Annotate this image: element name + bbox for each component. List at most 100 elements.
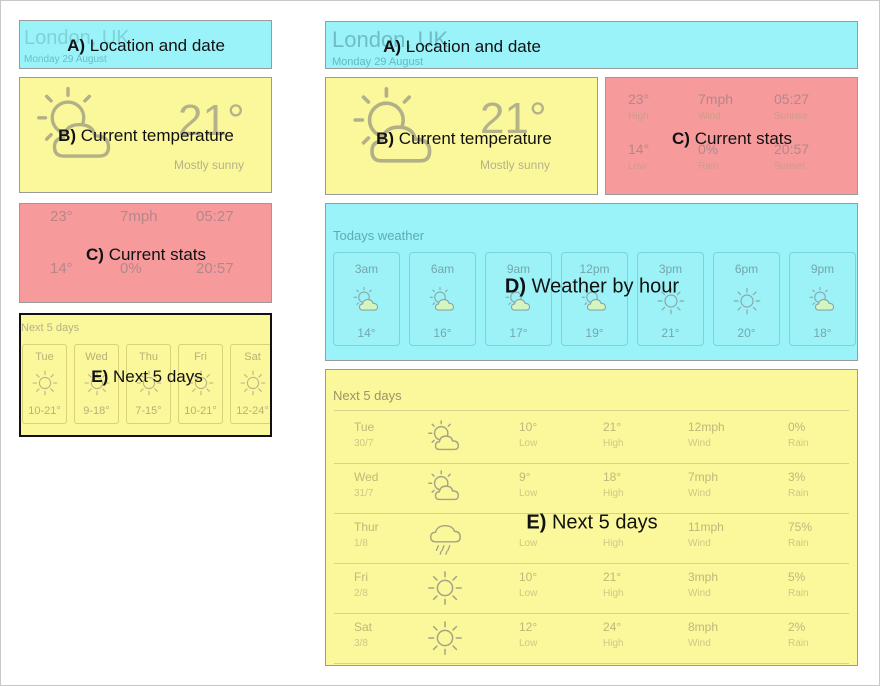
partly-cloudy-icon <box>428 286 458 316</box>
stat-wind: 7mph <box>120 208 158 225</box>
forecast-low: 9° <box>519 470 531 484</box>
mini-day-range: 7-15° <box>135 405 162 417</box>
forecast-wind-label: Wind <box>688 438 711 449</box>
forecast-wind-label: Wind <box>688 588 711 599</box>
mobile-current-temp-panel: 21° Mostly sunny B) Current temperature <box>19 77 272 193</box>
forecast-high: 18° <box>603 470 622 484</box>
mini-day-name: Sat <box>244 351 261 363</box>
hour-time: 6pm <box>734 262 759 276</box>
forecast-high-label: High <box>603 588 624 599</box>
forecast-rain: 5% <box>788 570 806 584</box>
forecast-rain-label: Rain <box>788 588 809 599</box>
stat-wind-large: 7mph <box>698 91 734 107</box>
hour-time: 9am <box>506 262 531 276</box>
hour-temp: 16° <box>433 326 452 340</box>
forecast-high-label: High <box>603 438 624 449</box>
hour-temp: 14° <box>357 326 376 340</box>
sun-icon <box>732 286 762 316</box>
mini-day-name: Tue <box>35 351 54 363</box>
forecast-low-label: Low <box>519 438 538 449</box>
forecast-wind-label: Wind <box>688 488 711 499</box>
forecast-low: 12° <box>519 620 538 634</box>
forecast-high-label: High <box>603 538 624 549</box>
mobile-stats-panel: 23° 7mph 05:27 14° 0% 20:57 C) Current s… <box>19 203 272 303</box>
label-b: B) Current temperature <box>58 126 234 145</box>
stat-sunset-label: Sunset <box>774 161 806 172</box>
stat-high: 23° <box>50 208 73 225</box>
hour-card: 6am 16° <box>409 252 476 346</box>
forecast-rain: 2% <box>788 620 806 634</box>
partly-cloudy-icon <box>426 419 464 457</box>
forecast-day: Thur <box>354 520 379 534</box>
forecast-low-label: Low <box>519 538 538 549</box>
sun-icon <box>426 619 464 657</box>
forecast-wind: 12mph <box>688 420 725 434</box>
forecast-day: Wed <box>354 470 379 484</box>
forecast-date: 31/7 <box>354 488 374 499</box>
stat-rain-label: Rain <box>698 161 719 172</box>
forecast-rain: 0% <box>788 420 806 434</box>
hour-card: 12pm 19° <box>561 252 628 346</box>
stat-sunset-large: 20:57 <box>774 141 810 157</box>
hour-temp: 20° <box>737 326 756 340</box>
mini-day-name: Thu <box>139 351 158 363</box>
stat-high-label: High <box>628 111 649 122</box>
forecast-wind: 3mph <box>688 570 719 584</box>
label-e-large: E) Next 5 days <box>526 511 658 534</box>
hour-temp: 19° <box>585 326 604 340</box>
forecast-day: Sat <box>354 620 373 634</box>
current-condition-large: Mostly sunny <box>480 158 551 172</box>
hour-time: 6am <box>430 262 455 276</box>
forecast-low: 10° <box>519 570 538 584</box>
hour-time: 3am <box>354 262 379 276</box>
forecast-low-label: Low <box>519 488 538 499</box>
label-b-large: B) Current temperature <box>376 129 552 148</box>
forecast-low: 10° <box>519 420 538 434</box>
forecast-wind: 8mph <box>688 620 719 634</box>
stat-sunrise-label: Sunrise <box>774 111 808 122</box>
label-d: D) Weather by hour <box>504 275 680 298</box>
forecast-high-label: High <box>603 638 624 649</box>
hour-time: 12pm <box>579 262 610 276</box>
location-city: London, UK <box>24 27 130 49</box>
stat-sunrise: 05:27 <box>196 208 234 225</box>
label-c: C) Current stats <box>86 245 206 264</box>
location-date-large: Monday 29 August <box>332 56 424 68</box>
forecast-divider <box>334 563 849 564</box>
stat-high-large: 23° <box>628 91 650 107</box>
hour-time: 9pm <box>810 262 835 276</box>
forecast-day: Tue <box>354 420 375 434</box>
forecast-wind-label: Wind <box>688 538 711 549</box>
forecast-high: 24° <box>603 620 622 634</box>
desktop-stats-panel: 23° High 7mph Wind 05:27 Sunrise 14° Low… <box>605 77 858 195</box>
partly-cloudy-icon <box>352 286 382 316</box>
stat-rain: 0% <box>120 260 142 277</box>
mini-day-range: 10-21° <box>184 405 217 417</box>
sun-icon <box>426 569 464 607</box>
forecast-high-label: High <box>603 488 624 499</box>
forecast-divider <box>334 410 849 411</box>
mobile-forecast-title: Next 5 days <box>21 322 80 334</box>
hour-temp: 17° <box>509 326 528 340</box>
forecast-rain-label: Rain <box>788 638 809 649</box>
label-a: A) Location and date <box>67 36 225 55</box>
hour-temp: 21° <box>661 326 680 340</box>
stat-wind-label: Wind <box>698 111 721 122</box>
forecast-divider <box>334 463 849 464</box>
hour-card: 3am 14° <box>333 252 400 346</box>
location-city-large: London, UK <box>332 27 449 52</box>
current-condition: Mostly sunny <box>174 158 245 172</box>
forecast-divider <box>334 663 849 664</box>
forecast-date: 2/8 <box>354 588 368 599</box>
